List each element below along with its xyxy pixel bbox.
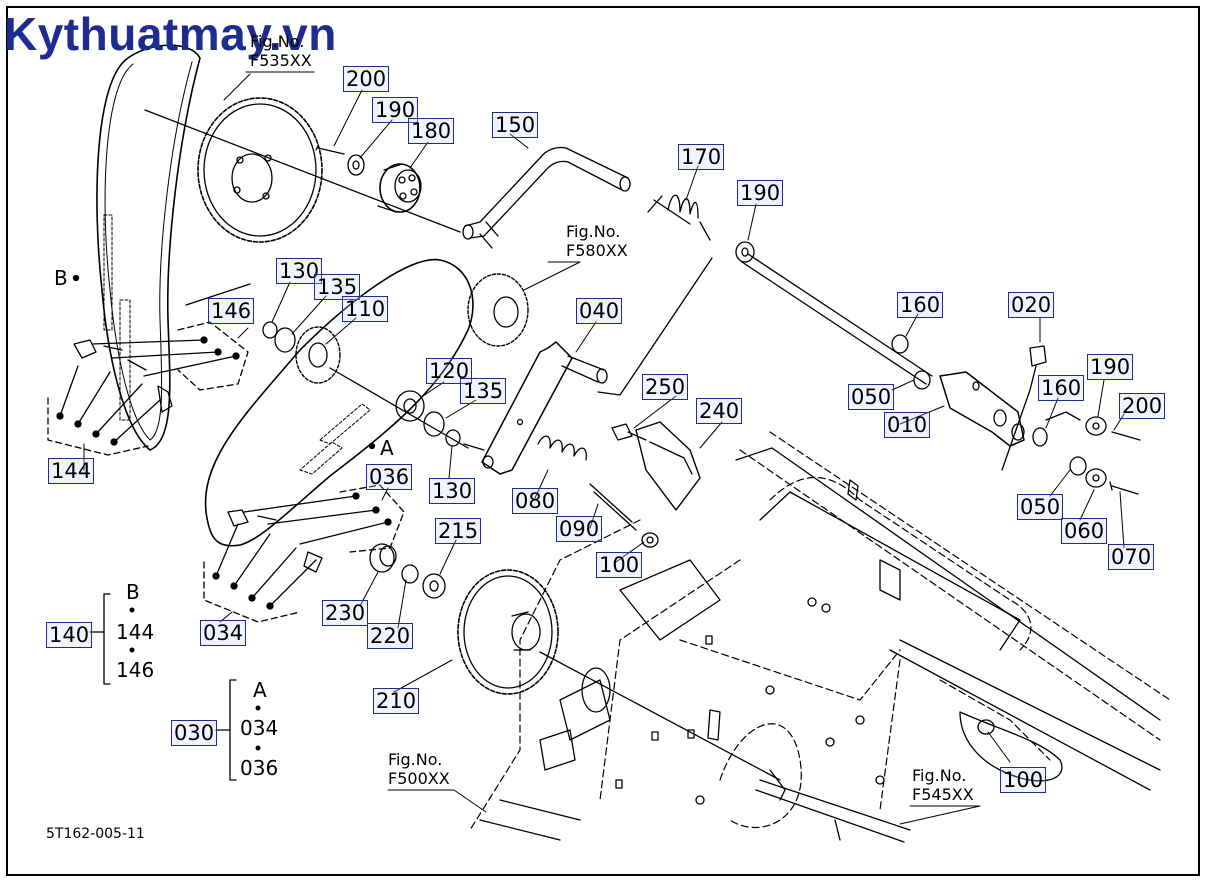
upper-chain — [96, 44, 201, 451]
group-dots — [129, 607, 261, 751]
part-label-170[interactable]: 170 — [678, 144, 725, 170]
fig-ref-f500-line2: F500XX — [388, 769, 450, 788]
fig-ref-f545: Fig.No. F545XX — [912, 766, 974, 804]
fig-ref-f535-line1: Fig.No. — [250, 32, 305, 51]
fig-ref-f580-line2: F580XX — [566, 241, 628, 260]
part-label-100[interactable]: 100 — [1000, 767, 1047, 793]
lever-040 — [463, 341, 659, 548]
bracket-shaft — [597, 241, 933, 396]
part-label-150[interactable]: 150 — [492, 112, 539, 138]
part-label-146[interactable]: 146 — [208, 298, 255, 324]
fig-ref-f535: Fig.No. F535XX — [250, 32, 312, 70]
chain-link-036 — [203, 442, 405, 623]
part-label-190[interactable]: 190 — [737, 180, 784, 206]
part-label-100[interactable]: 100 — [596, 552, 643, 578]
upper-sprocket — [144, 97, 461, 243]
part-label-090[interactable]: 090 — [556, 516, 603, 542]
part-label-040[interactable]: 040 — [576, 298, 623, 324]
part-label-144[interactable]: 144 — [48, 458, 95, 484]
bracket-010 — [913, 345, 1141, 495]
part-label-210[interactable]: 210 — [373, 688, 420, 714]
lower-sprocket — [369, 543, 781, 781]
part-label-010[interactable]: 010 — [884, 412, 931, 438]
part-label-036[interactable]: 036 — [366, 464, 413, 490]
part-label-120[interactable]: 120 — [426, 358, 473, 384]
fig-ref-f500-line1: Fig.No. — [388, 750, 443, 769]
middle-chain — [185, 258, 529, 547]
part-label-200[interactable]: 200 — [343, 66, 390, 92]
part-label-140[interactable]: 140 — [46, 622, 93, 648]
fig-ref-f580-line1: Fig.No. — [566, 222, 621, 241]
part-label-160[interactable]: 160 — [897, 292, 944, 318]
fig-ref-f535-line2: F535XX — [250, 51, 312, 70]
group-brackets — [89, 593, 237, 781]
roller-assembly — [315, 145, 422, 213]
part-label-190[interactable]: 190 — [1087, 354, 1134, 380]
part-label-200[interactable]: 200 — [1119, 393, 1166, 419]
callout-a: A — [380, 436, 394, 460]
part-label-080[interactable]: 080 — [512, 488, 559, 514]
part-label-070[interactable]: 070 — [1108, 544, 1155, 570]
callout-b: B — [54, 266, 68, 290]
leader-lines — [83, 71, 1125, 825]
torsion-spring — [647, 194, 711, 241]
part-label-220[interactable]: 220 — [367, 623, 414, 649]
part-label-030[interactable]: 030 — [171, 720, 218, 746]
crank-shaft — [462, 146, 631, 249]
part-label-230[interactable]: 230 — [322, 600, 369, 626]
part-label-060[interactable]: 060 — [1061, 518, 1108, 544]
part-label-130[interactable]: 130 — [429, 478, 476, 504]
part-label-215[interactable]: 215 — [435, 518, 482, 544]
group-140-item-144: 144 — [116, 620, 155, 644]
drawing-code: 5T162-005-11 — [46, 826, 145, 842]
group-030-item-034: 034 — [240, 716, 279, 740]
part-label-110[interactable]: 110 — [342, 296, 389, 322]
part-label-020[interactable]: 020 — [1008, 292, 1055, 318]
machine-frame — [469, 431, 1171, 831]
plate-240 — [611, 421, 701, 511]
part-label-050[interactable]: 050 — [848, 384, 895, 410]
part-label-050[interactable]: 050 — [1017, 494, 1064, 520]
group-030-item-036: 036 — [240, 756, 279, 780]
fig-ref-f545-line2: F545XX — [912, 785, 974, 804]
diagram-frame — [6, 6, 1200, 876]
part-label-240[interactable]: 240 — [696, 398, 743, 424]
part-label-160[interactable]: 160 — [1038, 375, 1085, 401]
chain-link-146 — [47, 274, 249, 456]
fig-ref-f580: Fig.No. F580XX — [566, 222, 628, 260]
group-030-head: A — [253, 678, 267, 702]
part-label-135[interactable]: 135 — [460, 378, 507, 404]
machine-frame-solid — [479, 447, 1161, 843]
part-label-135[interactable]: 135 — [314, 274, 361, 300]
fig-ref-f500: Fig.No. F500XX — [388, 750, 450, 788]
part-label-180[interactable]: 180 — [408, 118, 455, 144]
fig-ref-f545-line1: Fig.No. — [912, 766, 967, 785]
group-140-head: B — [126, 580, 140, 604]
part-label-034[interactable]: 034 — [200, 620, 247, 646]
part-label-250[interactable]: 250 — [642, 374, 689, 400]
site-watermark: Kythuatmay.vn — [4, 8, 337, 60]
group-140-item-146: 146 — [116, 658, 155, 682]
part-label-130[interactable]: 130 — [276, 258, 323, 284]
